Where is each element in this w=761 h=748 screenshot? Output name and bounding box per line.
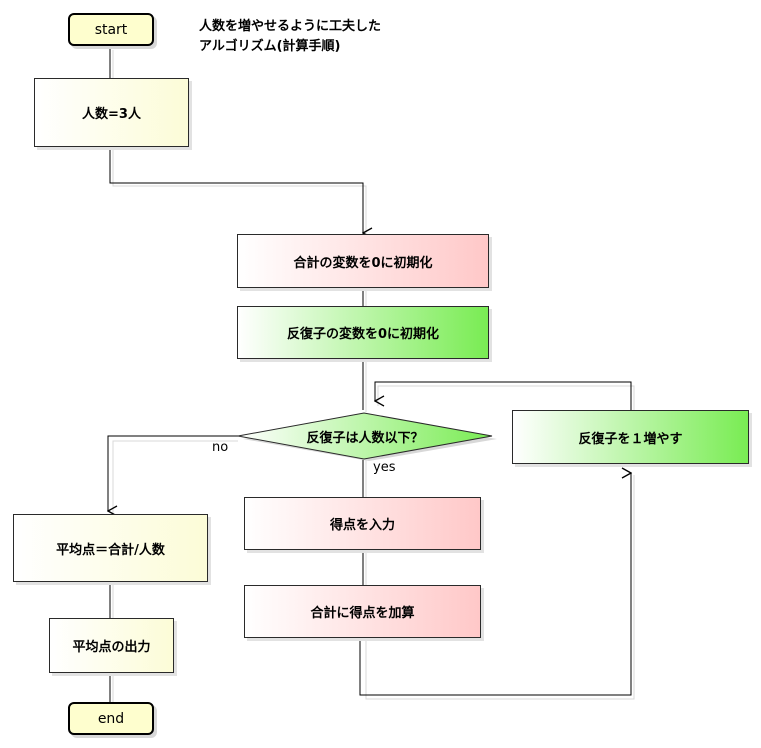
set-count-box: 人数=3人 xyxy=(34,78,189,147)
init-iterator-label: 反復子の変数を0に初期化 xyxy=(286,327,440,342)
average-label: 平均点＝合計/人数 xyxy=(56,542,165,558)
connector-shadows xyxy=(112,50,635,704)
branch-yes-label: yes xyxy=(373,460,396,475)
input-score-label: 得点を入力 xyxy=(329,518,395,533)
end-terminal: end xyxy=(68,702,154,735)
average-box: 平均点＝合計/人数 xyxy=(13,514,208,582)
connector-lines xyxy=(108,46,631,702)
init-sum-label: 合計の変数を0に初期化 xyxy=(293,255,433,271)
set-count-label: 人数=3人 xyxy=(82,107,141,122)
end-label: end xyxy=(97,710,125,727)
decision-diamond xyxy=(237,412,493,460)
output-label: 平均点の出力 xyxy=(72,640,151,655)
add-score-box: 合計に得点を加算 xyxy=(244,585,481,638)
output-box: 平均点の出力 xyxy=(49,618,174,673)
increment-iterator-box: 反復子を１増やす xyxy=(512,410,749,464)
start-label: start xyxy=(94,21,128,38)
decision-label: 反復子は人数以下？ xyxy=(306,430,424,446)
init-iterator-box: 反復子の変数を0に初期化 xyxy=(237,306,489,359)
start-terminal: start xyxy=(68,13,154,46)
branch-no-label: no xyxy=(212,440,229,455)
diagram-title-line-2: アルゴリズム(計算手順) xyxy=(199,39,341,54)
input-score-box: 得点を入力 xyxy=(244,497,481,550)
increment-iterator-label: 反復子を１増やす xyxy=(578,431,683,447)
init-sum-box: 合計の変数を0に初期化 xyxy=(237,234,489,288)
diagram-title-line-1: 人数を増やせるように工夫した xyxy=(199,19,382,34)
add-score-label: 合計に得点を加算 xyxy=(310,606,415,621)
